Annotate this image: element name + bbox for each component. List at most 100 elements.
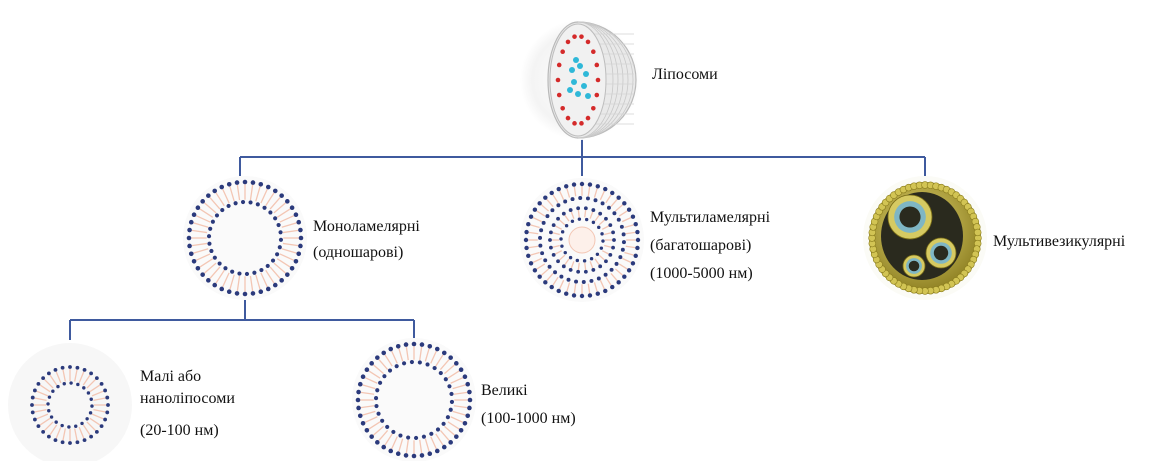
lipid-head [74,425,77,428]
lipid-head [85,417,88,420]
lipid-head [358,382,363,387]
drug-molecule [586,116,591,121]
lipid-head [627,268,631,272]
lipid-head [433,366,437,370]
drug-molecule [572,34,577,39]
lipid-head [76,440,80,444]
lipid-head [30,403,34,407]
lipid-head [612,211,616,215]
hydrophilic-drug [583,71,589,77]
lipid-head [524,230,528,234]
lipid-head [262,206,266,210]
lipid-head [33,389,37,393]
lipid-head [533,208,537,212]
lipid-head [83,438,87,442]
lipid-head [48,395,51,398]
lipid-head [68,365,72,369]
lipid-head [227,182,232,187]
root-node-label: Ліпосоми [652,64,718,86]
lipid-head [95,430,99,434]
lipid-head [396,344,401,349]
lipid-head [189,251,194,256]
lipid-head [529,261,533,265]
lipid-head [598,212,602,216]
lipid-head [375,355,380,360]
multilamellar-size: (1000-5000 нм) [650,260,770,288]
lipid-head [557,289,561,293]
lipid-head [285,199,290,204]
hydrophilic-drug [577,63,583,69]
lipid-head [557,187,561,191]
large-title: Великі [481,377,576,405]
lipid-head [406,435,410,439]
lipid-head [235,180,240,185]
lipid-head [454,434,459,439]
lipid-head [37,424,41,428]
lipid-head [63,382,66,385]
lipid-head [60,424,63,427]
drug-molecule [572,121,577,126]
lipid-head [548,265,552,269]
lipid-head [524,246,528,250]
lipid-head [526,254,530,258]
lipid-head [425,362,429,366]
lipid-head [388,368,392,372]
lipid-head [583,259,586,262]
lipid-head [212,283,217,288]
lipid-head [420,453,425,458]
lipid-head [227,289,232,294]
lipid-head [526,222,530,226]
lipid-head [556,217,560,221]
lipid-head [218,261,222,265]
lipid-head [89,372,93,376]
multivesicular-vesicle-icon [863,176,987,300]
lipid-head [187,236,192,241]
lipid-head [600,246,603,249]
lipid-head [569,208,573,212]
lipid-head [578,217,581,220]
lipid-head [279,278,284,283]
lipid-head [83,368,87,372]
lipid-head [90,398,93,401]
unilamellar-node-label: Моноламелярні (одношарові) [313,214,420,266]
lipid-head [215,213,219,217]
lipid-head [604,273,608,277]
lipid-head [241,200,245,204]
lipid-head [219,287,224,292]
hydrophilic-drug [573,57,579,63]
lipid-head [235,291,240,296]
hydrophilic-drug [581,83,587,89]
lipid-head [76,366,80,370]
lipid-head [448,440,453,445]
lipid-head [580,182,584,186]
lipid-head [209,249,213,253]
lipid-head [545,214,549,218]
lipid-head [266,264,270,268]
lipid-head [245,272,249,276]
lipid-head [369,361,374,366]
drug-molecule [566,40,571,45]
lipid-head [256,202,260,206]
lipid-head [463,421,468,426]
lipid-head [540,251,544,255]
lipid-head [552,223,556,227]
lipid-head [410,360,414,364]
lipid-head [356,398,361,403]
lipid-head [41,376,45,380]
lipid-head [621,248,625,252]
lipid-head [103,389,107,393]
lipid-head [243,292,248,297]
lipid-tail [585,210,586,217]
lipid-head [562,264,566,268]
lipid-head [356,406,361,411]
lipid-head [278,245,282,249]
lipid-head [610,191,614,195]
lipid-head [442,422,446,426]
lipid-head [299,236,304,241]
lipid-head [631,261,635,265]
lipid-head [258,289,263,294]
multilamellar-title: Мультиламелярні [650,204,770,232]
lipid-head [375,440,380,445]
lipid-head [567,278,571,282]
drug-molecule [556,78,561,83]
